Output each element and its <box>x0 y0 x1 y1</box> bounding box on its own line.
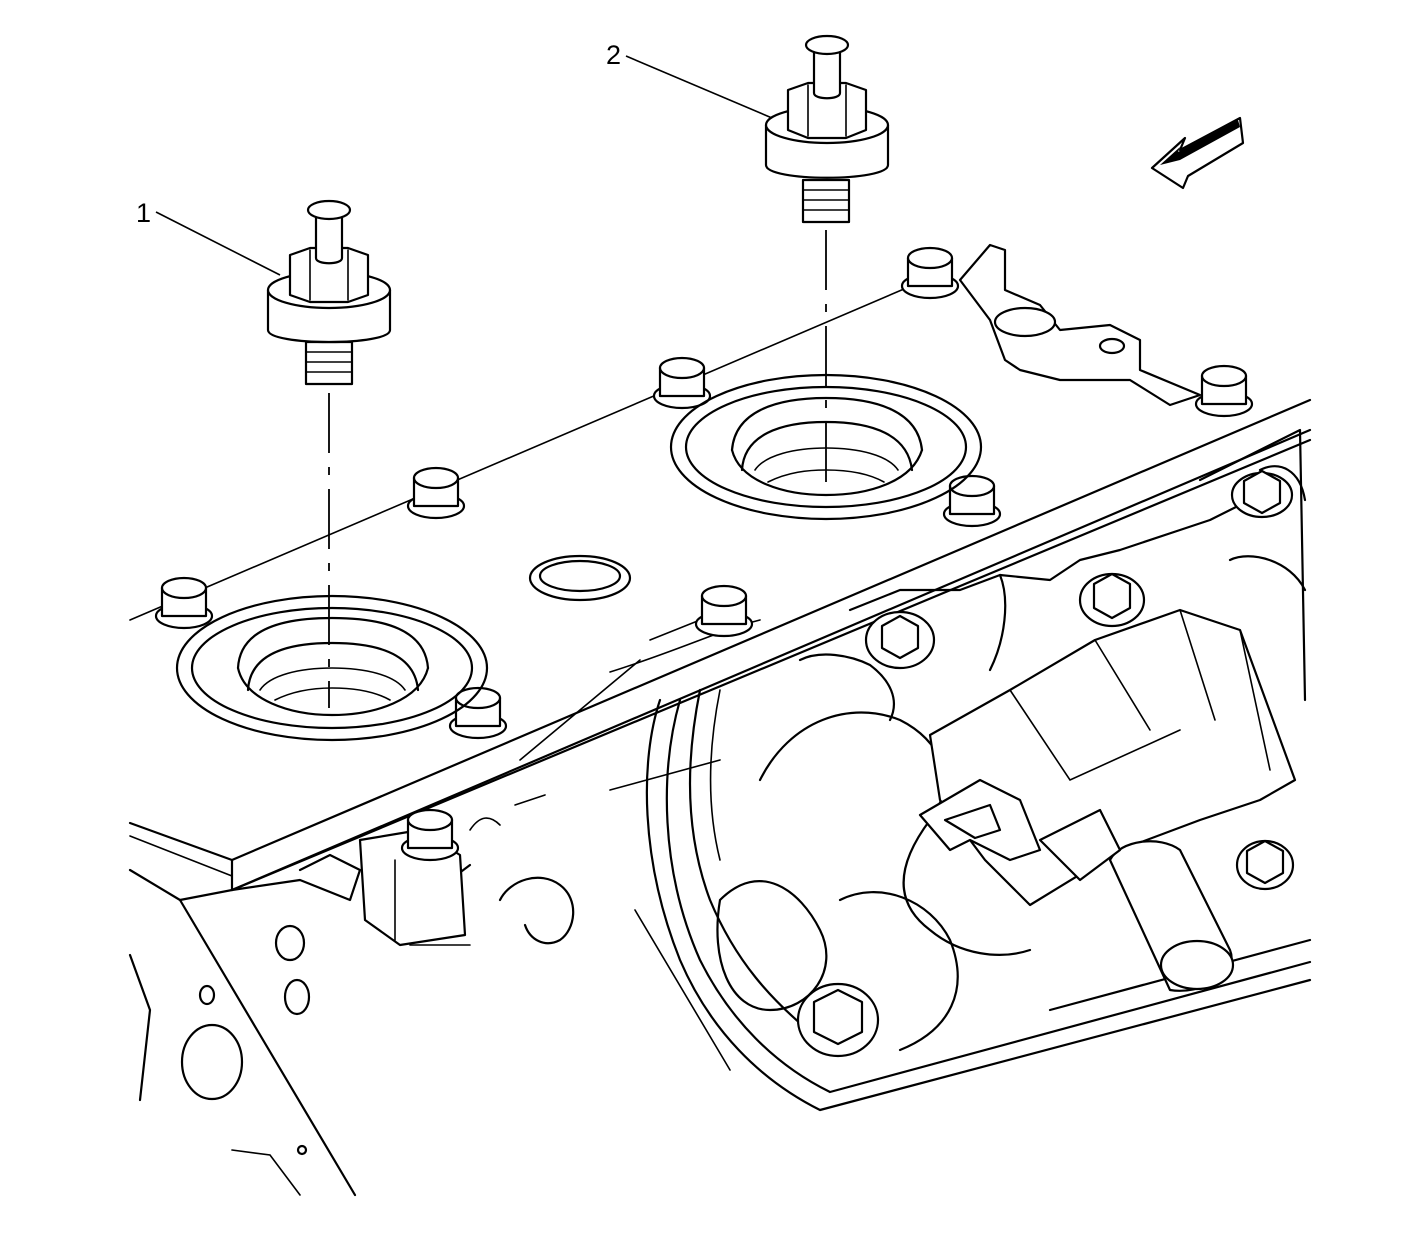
valley-cover <box>645 428 1312 1112</box>
callout-label-1: 1 <box>136 198 151 228</box>
deck-bolts <box>154 246 1254 862</box>
callout-2: 2 <box>606 40 773 119</box>
callout-label-2: 2 <box>606 40 621 70</box>
leader-line-1 <box>155 211 281 276</box>
knock-sensor-2 <box>764 34 890 490</box>
callout-1: 1 <box>136 198 281 276</box>
knock-sensor-1 <box>266 199 392 708</box>
engine-block <box>128 243 1312 1197</box>
front-direction-arrow-icon <box>1150 116 1245 190</box>
leader-line-2 <box>625 55 773 119</box>
sensor-bore-1 <box>175 594 489 742</box>
